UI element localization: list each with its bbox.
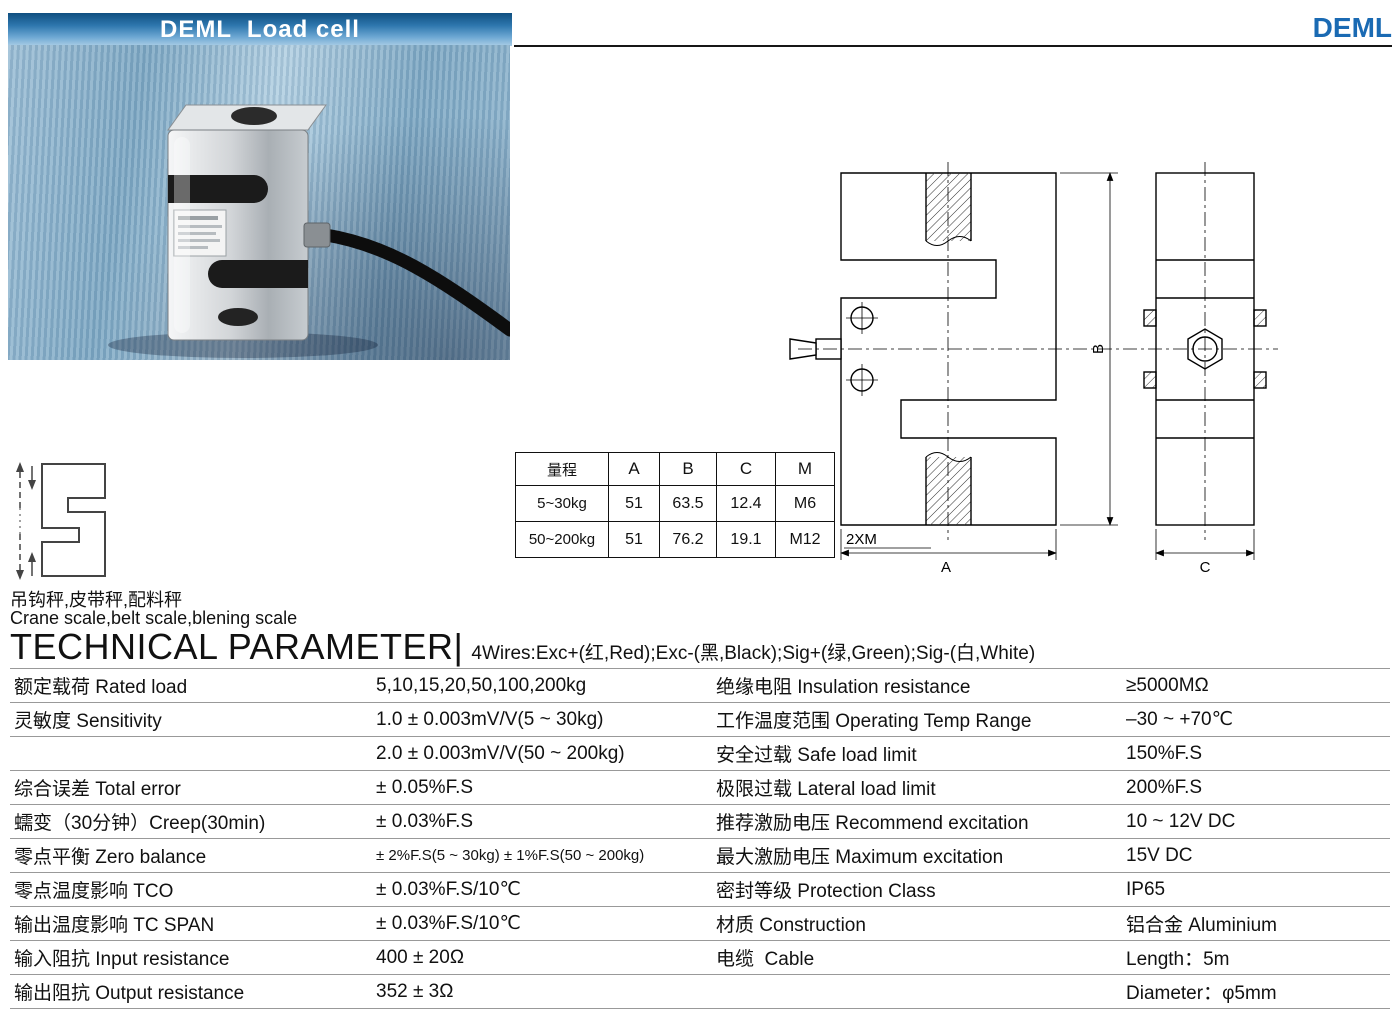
cell: 76.2 <box>659 521 717 558</box>
param-label: 材质 Construction <box>716 915 866 936</box>
section-title-row: TECHNICAL PARAMETER| 4Wires:Exc+(红,Red);… <box>10 626 1035 668</box>
load-cell-photo-art <box>108 104 517 358</box>
table-row: 输出温度影响 TC SPAN ± 0.03%F.S/10℃ 材质 Constru… <box>10 906 1390 940</box>
table-row: 零点温度影响 TCO ± 0.03%F.S/10℃ 密封等级 Protectio… <box>10 872 1390 906</box>
header-divider <box>514 45 1392 47</box>
param-value: IP65 <box>1126 878 1166 900</box>
param-value: Length：5m <box>1126 949 1230 970</box>
param-label: 最大激励电压 Maximum excitation <box>716 847 1004 868</box>
table-row: 2.0 ± 0.003mV/V(50 ~ 200kg) 安全过载 Safe lo… <box>10 736 1390 770</box>
cell: M12 <box>775 521 835 558</box>
table-row: 50~200kg 51 76.2 19.1 M12 <box>515 521 835 558</box>
param-label: 绝缘电阻 Insulation resistance <box>716 677 971 698</box>
param-label: 输出温度影响 TC SPAN <box>14 915 215 936</box>
table-row: 额定载荷 Rated load 5,10,15,20,50,100,200kg … <box>10 668 1390 702</box>
param-value: 10 ~ 12V DC <box>1126 810 1236 832</box>
col-header-m: M <box>775 452 835 486</box>
param-label: 输入阻抗 Input resistance <box>14 949 230 970</box>
param-label: 零点温度影响 TCO <box>14 881 174 902</box>
param-value: ± 0.05%F.S <box>376 776 474 798</box>
dimension-table: 量程 A B C M 5~30kg 51 63.5 12.4 M6 50~200… <box>515 452 835 558</box>
centerlines <box>798 162 1278 540</box>
param-label: 推荐激励电压 Recommend excitation <box>716 813 1029 834</box>
param-value: 150%F.S <box>1126 742 1203 764</box>
table-header-row: 量程 A B C M <box>515 452 835 486</box>
param-value: 15V DC <box>1126 844 1193 866</box>
table-row: 综合误差 Total error ± 0.05%F.S 极限过载 Lateral… <box>10 770 1390 804</box>
table-row: 灵敏度 Sensitivity 1.0 ± 0.003mV/V(5 ~ 30kg… <box>10 702 1390 736</box>
dim-a-label: A <box>941 559 951 576</box>
product-photo <box>8 45 517 360</box>
table-row: 5~30kg 51 63.5 12.4 M6 <box>515 485 835 522</box>
param-value: ± 0.03%F.S <box>376 810 474 832</box>
dim-b-label: B <box>1090 344 1107 354</box>
param-value: Diameter：φ5mm <box>1126 983 1277 1004</box>
thread-note-label: 2XM <box>846 531 877 548</box>
param-label: 极限过载 Lateral load limit <box>716 779 936 800</box>
application-text-en: Crane scale,belt scale,blening scale <box>10 608 298 628</box>
param-value: –30 ~ +70℃ <box>1126 709 1233 730</box>
param-value: 200%F.S <box>1126 776 1203 798</box>
param-label: 密封等级 Protection Class <box>716 881 936 902</box>
cell: M6 <box>775 485 835 522</box>
application-text-cn: 吊钩秤,皮带秤,配料秤 <box>10 590 183 610</box>
header-banner: DEML Load cell <box>8 13 512 46</box>
table-row: 输入阻抗 Input resistance 400 ± 20Ω 电缆 Cable… <box>10 940 1390 974</box>
section-title: TECHNICAL PARAMETER| <box>10 626 464 667</box>
param-value: 5,10,15,20,50,100,200kg <box>376 674 587 696</box>
param-value: ± 0.03%F.S/10℃ <box>376 879 521 900</box>
col-header-range: 量程 <box>515 452 609 486</box>
cell: 51 <box>608 521 660 558</box>
dim-c-label: C <box>1200 559 1211 576</box>
col-header-a: A <box>608 452 660 486</box>
cell: 12.4 <box>716 485 776 522</box>
col-header-c: C <box>716 452 776 486</box>
param-value: 2.0 ± 0.003mV/V(50 ~ 200kg) <box>376 742 625 764</box>
s-type-icon <box>16 462 106 580</box>
param-label: 综合误差 Total error <box>14 779 181 800</box>
technical-drawing: B A C 2XM <box>789 162 1278 576</box>
param-label: 灵敏度 Sensitivity <box>14 711 162 732</box>
param-value: ± 0.03%F.S/10℃ <box>376 913 521 934</box>
dimension-lines <box>840 172 1255 560</box>
param-value: ± 2%F.S(5 ~ 30kg) ± 1%F.S(50 ~ 200kg) <box>376 847 645 864</box>
cell: 5~30kg <box>515 485 609 522</box>
param-label: 工作温度范围 Operating Temp Range <box>716 711 1032 732</box>
col-header-b: B <box>659 452 717 486</box>
param-value: 铝合金 Aluminium <box>1126 915 1277 936</box>
cell: 51 <box>608 485 660 522</box>
cell: 19.1 <box>716 521 776 558</box>
param-label: 蠕变（30分钟）Creep(30min) <box>14 813 266 834</box>
param-value: 1.0 ± 0.003mV/V(5 ~ 30kg) <box>376 708 604 730</box>
table-row: 输出阻抗 Output resistance 352 ± 3Ω Diameter… <box>10 974 1390 1008</box>
cell: 50~200kg <box>515 521 609 558</box>
brand-label: DEML <box>1312 12 1392 43</box>
param-value: 400 ± 20Ω <box>376 946 465 968</box>
param-label: 零点平衡 Zero balance <box>14 847 207 868</box>
param-label: 额定载荷 Rated load <box>14 677 188 698</box>
parameter-table: 额定载荷 Rated load 5,10,15,20,50,100,200kg … <box>10 668 1390 1009</box>
param-value: 352 ± 3Ω <box>376 980 454 1002</box>
page-title: DEML Load cell <box>160 15 360 43</box>
param-label: 输出阻抗 Output resistance <box>14 983 245 1004</box>
table-row: 零点平衡 Zero balance ± 2%F.S(5 ~ 30kg) ± 1%… <box>10 838 1390 872</box>
param-label: 电缆 Cable <box>716 949 815 970</box>
param-label: 安全过载 Safe load limit <box>716 745 917 766</box>
wires-note: 4Wires:Exc+(红,Red);Exc-(黑,Black);Sig+(绿,… <box>471 643 1036 664</box>
cell: 63.5 <box>659 485 717 522</box>
table-row: 蠕变（30分钟）Creep(30min) ± 0.03%F.S 推荐激励电压 R… <box>10 804 1390 838</box>
param-value: ≥5000MΩ <box>1126 674 1209 696</box>
